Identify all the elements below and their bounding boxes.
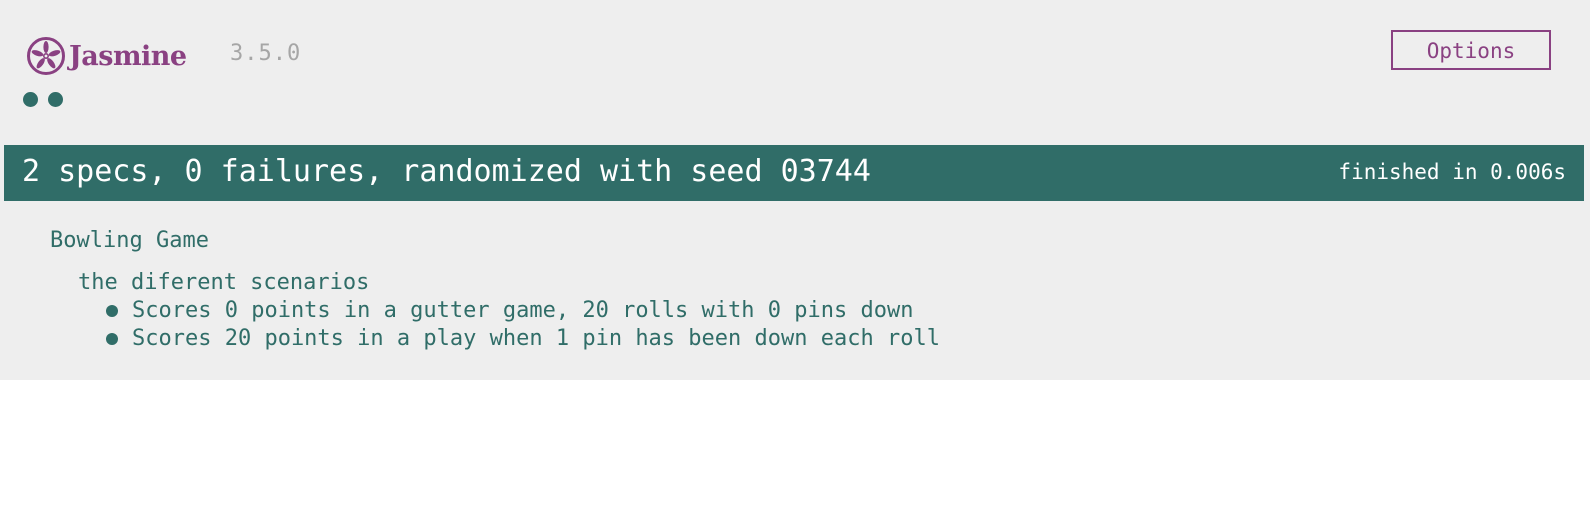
logo-text: Jasmine [69,40,187,72]
jasmine-html-reporter: Jasmine 3.5.0 Options 2 specs, 0 failure… [0,0,1590,380]
jasmine-logo[interactable]: Jasmine [26,34,187,78]
spec-item: Scores 20 points in a play when 1 pin ha… [106,326,940,351]
run-duration: finished in 0.006s [1338,160,1566,184]
suite-link[interactable]: Bowling Game [50,228,209,253]
passed-spec-symbol[interactable] [23,92,38,107]
run-summary: 2 specs, 0 failures, randomized with see… [22,154,871,189]
passed-bullet-icon [106,332,118,345]
status-bar: 2 specs, 0 failures, randomized with see… [4,145,1584,201]
subsuite-link[interactable]: the diferent scenarios [78,270,370,295]
passed-spec-symbol[interactable] [48,92,63,107]
passed-bullet-icon [106,304,118,317]
options-button[interactable]: Options [1391,30,1551,70]
symbol-summary [23,92,63,107]
spec-link[interactable]: Scores 0 points in a gutter game, 20 rol… [132,298,914,323]
jasmine-flower-icon [26,36,66,76]
version-label: 3.5.0 [230,41,302,66]
spec-link[interactable]: Scores 20 points in a play when 1 pin ha… [132,326,940,351]
banner: Jasmine 3.5.0 Options [26,30,1556,80]
spec-item: Scores 0 points in a gutter game, 20 rol… [106,298,913,323]
